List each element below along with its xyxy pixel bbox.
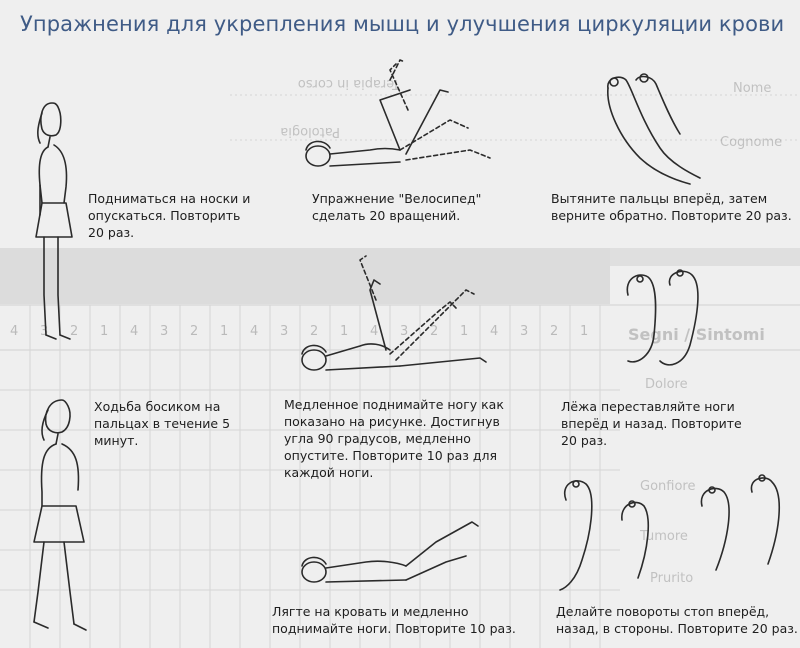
week-number: 1 <box>580 324 588 339</box>
week-number: 3 <box>40 324 48 339</box>
page-title: Упражнения для укрепления мышц и улучшен… <box>20 12 785 36</box>
svg-text:Gonfiore: Gonfiore <box>640 479 695 494</box>
figure-legs-bed <box>296 512 486 592</box>
week-number: 2 <box>310 324 318 339</box>
svg-text:Segni / Sintomi: Segni / Sintomi <box>628 325 765 344</box>
figure-standing-woman <box>22 95 92 345</box>
figure-leg-raise <box>290 250 500 380</box>
week-number: 4 <box>130 324 138 339</box>
week-number: 2 <box>430 324 438 339</box>
figure-toes-stretch <box>600 68 710 188</box>
svg-text:Terapia in corso: Terapia in corso <box>298 76 401 91</box>
week-number: 2 <box>550 324 558 339</box>
week-number: 2 <box>190 324 198 339</box>
exercise-caption: Лягте на кровать и медленно поднимайте н… <box>272 604 516 636</box>
week-number: 3 <box>280 324 288 339</box>
svg-text:Dolore: Dolore <box>645 377 688 392</box>
week-number: 1 <box>100 324 108 339</box>
figure-bicycle-exercise <box>300 50 500 180</box>
exercise-caption: Вытяните пальцы вперёд, затем верните об… <box>551 191 792 223</box>
exercise-caption: Подниматься на носки и опускаться. Повто… <box>88 191 251 240</box>
week-number: 4 <box>250 324 258 339</box>
svg-text:Tumore: Tumore <box>639 529 688 544</box>
week-number: 4 <box>10 324 18 339</box>
week-number: 3 <box>520 324 528 339</box>
svg-text:Nome: Nome <box>733 81 771 96</box>
week-number: 4 <box>370 324 378 339</box>
week-number: 3 <box>160 324 168 339</box>
week-number: 1 <box>460 324 468 339</box>
figure-feet-alternate <box>618 265 718 375</box>
svg-text:Prurito: Prurito <box>650 571 693 586</box>
exercise-caption: Упражнение "Велосипед" сделать 20 вращен… <box>312 191 482 223</box>
figure-feet-rotate <box>552 470 792 600</box>
week-number: 1 <box>220 324 228 339</box>
exercise-caption: Лёжа переставляйте ноги вперёд и назад. … <box>561 399 742 448</box>
week-number: 1 <box>340 324 348 339</box>
exercise-caption: Ходьба босиком на пальцах в течение 5 ми… <box>94 399 231 448</box>
svg-text:Patologia: Patologia <box>280 124 340 139</box>
week-number: 4 <box>490 324 498 339</box>
figure-walking-woman <box>14 392 94 642</box>
week-number: 2 <box>70 324 78 339</box>
exercise-caption: Делайте повороты стоп вперёд, назад, в с… <box>556 604 798 636</box>
exercise-caption: Медленное поднимайте ногу как показано н… <box>284 397 504 480</box>
week-number: 3 <box>400 324 408 339</box>
svg-text:Cognome: Cognome <box>720 135 782 150</box>
